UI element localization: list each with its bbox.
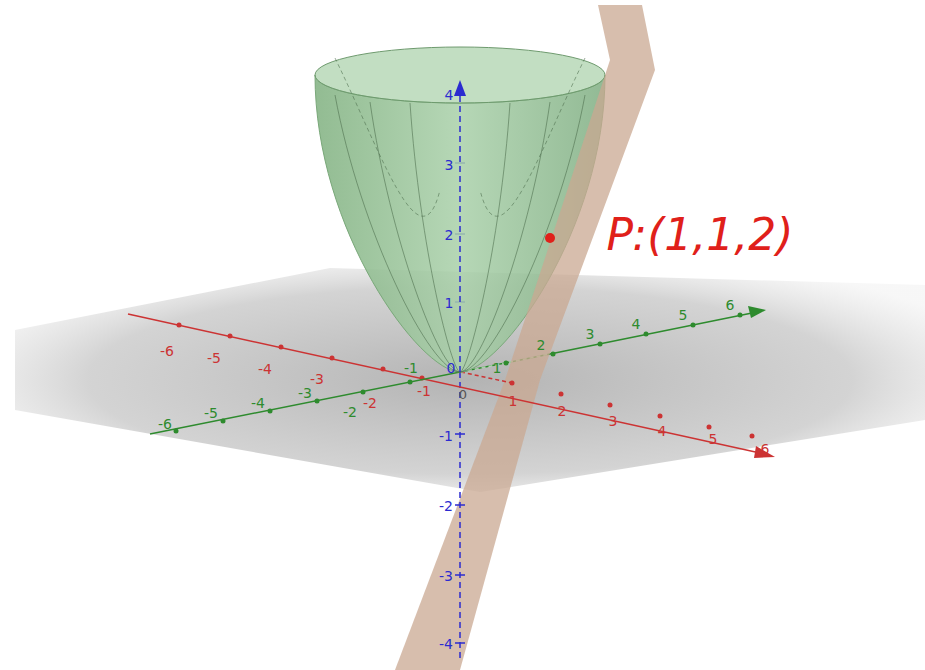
- y-axis: [150, 354, 550, 434]
- y-tick-label: 6: [726, 298, 735, 312]
- x-tick-label: 3: [609, 414, 618, 428]
- tangent-plane: [395, 380, 540, 670]
- z-arrow: [454, 80, 466, 96]
- z-tick-label: 1: [445, 296, 454, 310]
- paraboloid-rim: [315, 47, 605, 103]
- y-tick-label: -2: [343, 405, 357, 419]
- x-axis-dashed: [461, 372, 512, 383]
- x-tick-label: -5: [207, 351, 221, 365]
- z-tick-label: -3: [439, 569, 453, 583]
- y-tick-label: 1: [493, 361, 502, 375]
- y-tick-label: -4: [251, 396, 265, 410]
- z-axis-upper: [459, 90, 461, 372]
- x-tick-label: -6: [160, 344, 174, 358]
- x-tick-label: -1: [417, 384, 431, 398]
- x-tick-label: 5: [709, 432, 718, 446]
- y-tick-label: 4: [632, 317, 641, 331]
- tangent-plane-upper: [505, 5, 655, 380]
- z-tick-label: 0: [447, 361, 456, 375]
- x-tick-label: -3: [310, 372, 324, 386]
- y-tick-label: 5: [679, 308, 688, 322]
- y-tick-label: -6: [158, 417, 172, 431]
- point-p: [545, 233, 555, 243]
- z-tick-label: -4: [439, 637, 453, 651]
- x-tick-label: 6: [761, 442, 770, 456]
- y-tick-label: -5: [204, 406, 218, 420]
- z-axis: [459, 372, 461, 662]
- y-tick-label: -1: [404, 361, 418, 375]
- x-tick-label: -2: [363, 396, 377, 410]
- z-tick-label: -2: [439, 499, 453, 513]
- z-tick-label: 2: [445, 228, 454, 242]
- x-tick-label: 4: [658, 424, 667, 438]
- point-label: P:(1,1,2): [607, 213, 794, 257]
- y-axis-front: [550, 313, 752, 354]
- x-tick-label: 1: [509, 394, 518, 408]
- z-tick-label: 3: [445, 158, 454, 172]
- y-arrow: [748, 306, 766, 318]
- z-tick-label: 4: [445, 88, 454, 102]
- y-tick-label: -3: [298, 386, 312, 400]
- x-tick-label: 2: [558, 404, 567, 418]
- y-tick-label: 3: [586, 327, 595, 341]
- z-tick-label: -1: [439, 429, 453, 443]
- z-tick-label: 0: [459, 388, 467, 401]
- y-tick-label: 2: [537, 338, 546, 352]
- x-tick-label: -4: [258, 362, 272, 376]
